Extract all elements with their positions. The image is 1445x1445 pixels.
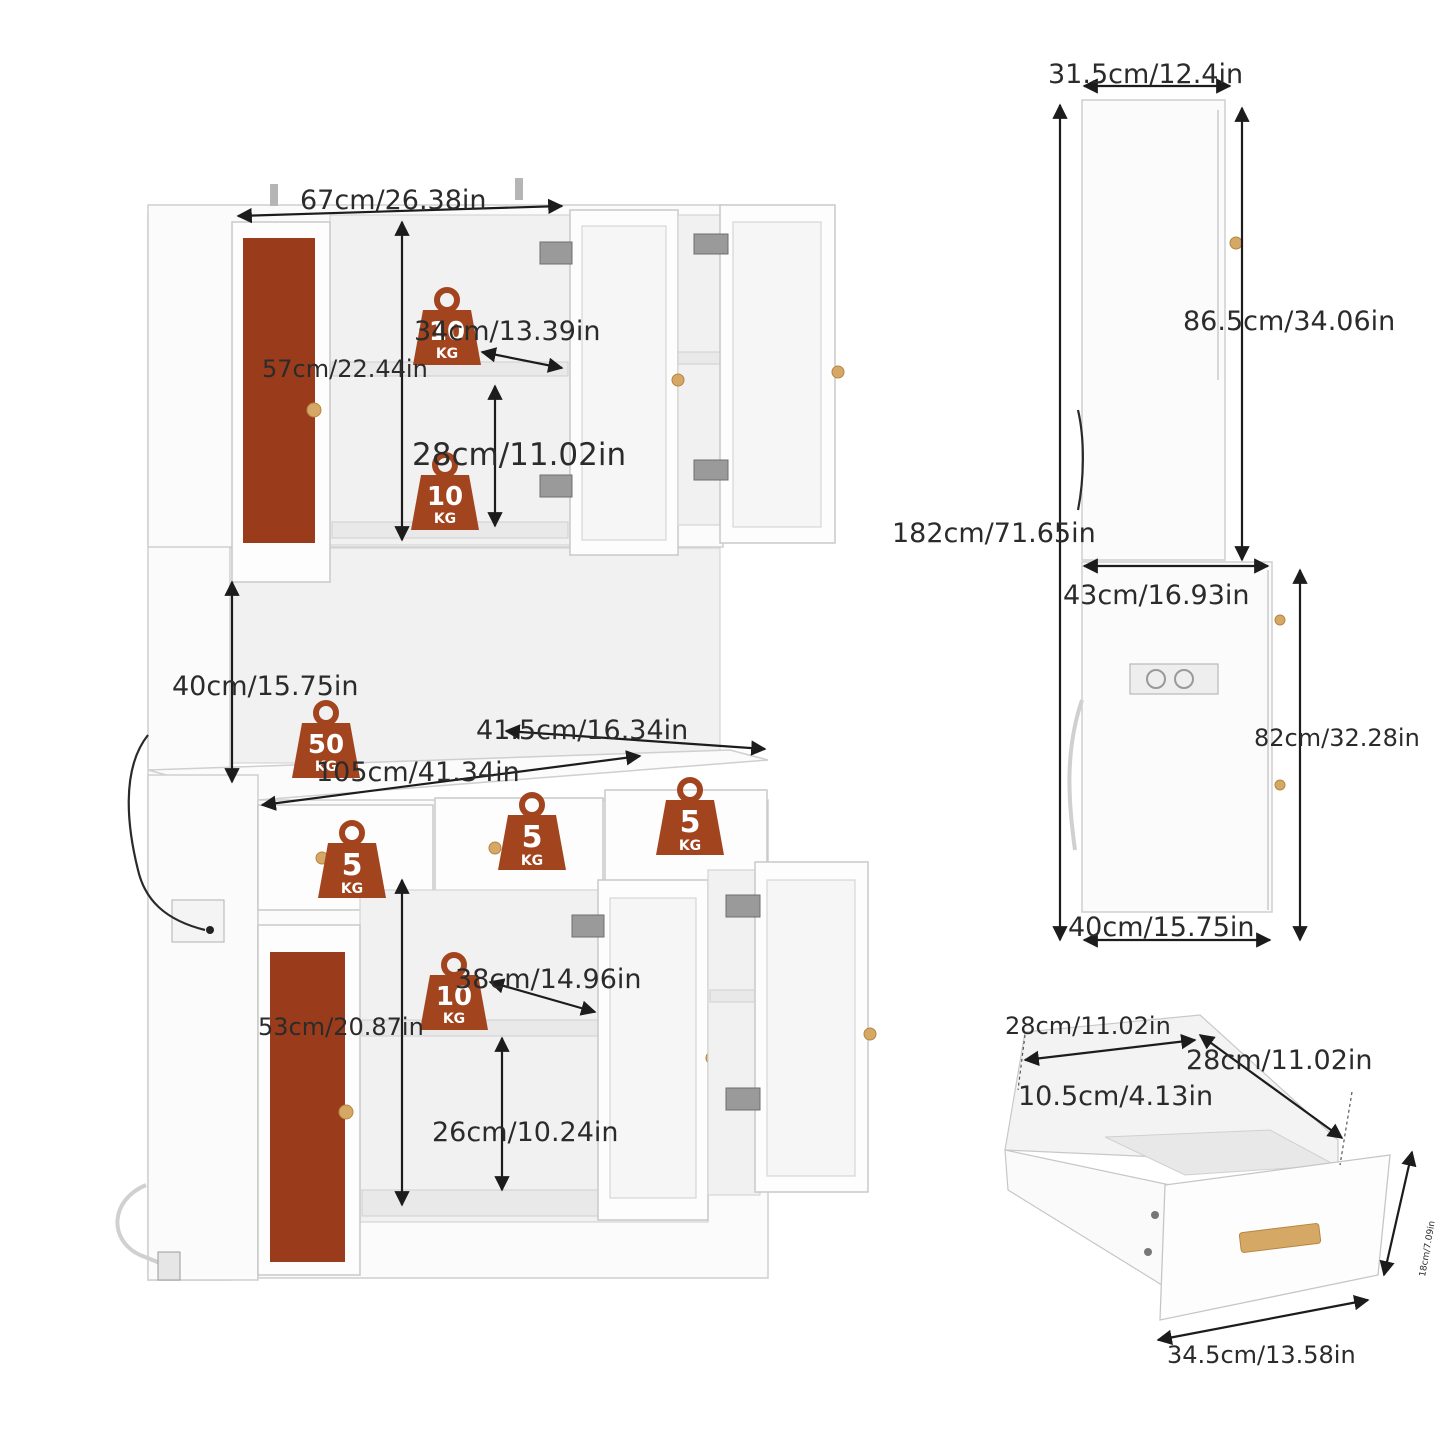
label-side-base-depth: 40cm/15.75in: [1068, 912, 1255, 943]
side-base-unit: [1081, 561, 1273, 913]
socket-icon: [1146, 669, 1166, 689]
label-side-base-height: 82cm/32.28in: [1254, 724, 1420, 752]
lower-left-rattan-panel: [270, 952, 345, 1262]
door-knob: [1274, 614, 1286, 626]
power-cord-plug: [115, 1183, 166, 1267]
load-badge-drawer-middle: 5 KG: [498, 792, 566, 870]
arrow-worktop-depth: [504, 724, 767, 756]
badge-value: 5: [342, 848, 363, 883]
badge-unit: KG: [436, 346, 458, 362]
lower-middle-door-panel: [609, 897, 697, 1199]
power-cord: [127, 734, 206, 932]
screw-icon: [1144, 1248, 1152, 1256]
label-side-top-depth: 31.5cm/12.4in: [1048, 59, 1243, 90]
arrow-drawer-inner-depth: [1198, 1034, 1344, 1139]
label-drawer-inner-height: 10.5cm/4.13in: [1018, 1081, 1213, 1112]
load-badge-base-shelf: 10 KG: [420, 952, 488, 1030]
door-knob: [306, 402, 322, 418]
badge-unit: KG: [679, 838, 701, 854]
side-view: 31.5cm/12.4in 86.5cm/34.06in 182cm/71.65…: [892, 59, 1420, 948]
label-side-base-top-depth: 43cm/16.93in: [1063, 580, 1250, 611]
label-total-width: 105cm/41.34in: [316, 757, 520, 788]
guide-line: [1339, 1091, 1353, 1166]
door-knob: [863, 1027, 877, 1041]
hinge-icon: [539, 241, 573, 265]
upper-center-door-panel: [581, 225, 667, 541]
label-base-shelf-depth: 38cm/14.96in: [455, 964, 642, 995]
badge-unit: KG: [341, 881, 363, 897]
hinge-icon: [693, 233, 729, 255]
label-drawer-inner-width: 28cm/11.02in: [1005, 1012, 1171, 1040]
label-open-height: 40cm/15.75in: [172, 671, 359, 702]
drawer-handle: [1238, 1223, 1322, 1253]
label-top-width: 67cm/26.38in: [300, 185, 487, 216]
label-side-upper-height: 86.5cm/34.06in: [1183, 306, 1395, 337]
hinge-icon: [725, 1087, 761, 1111]
load-badge-upper-top: 10 KG: [413, 287, 481, 365]
label-drawer-inner-depth: 28cm/11.02in: [1186, 1045, 1373, 1076]
main-dimension-arrows: [224, 198, 767, 1207]
power-cord: [1067, 699, 1084, 851]
lower-right-shelf: [709, 989, 759, 1003]
wall-anchor-icon: [515, 178, 523, 200]
upper-left-rattan-panel: [243, 238, 315, 543]
badge-value: 10: [436, 982, 472, 1012]
pantry-cabinet: [115, 178, 877, 1281]
drawer-box-side: [1004, 1149, 1171, 1292]
hinge-icon: [725, 894, 761, 918]
arrow-top-shelf-depth: [480, 347, 564, 373]
hinge-icon: [693, 459, 729, 481]
label-drawer-front-height: 18cm/7.09in: [1418, 1220, 1438, 1277]
load-badges: 10 KG 10 KG 50 KG 5 KG 5 KG: [292, 287, 724, 1030]
door-knob: [1229, 236, 1243, 250]
label-side-total-height: 182cm/71.65in: [892, 518, 1096, 549]
badge-unit: KG: [434, 511, 456, 527]
arrow-drawer-front-width: [1156, 1295, 1370, 1345]
outlet-socket-icon: [206, 926, 214, 934]
screw-icon: [1151, 1211, 1159, 1219]
lower-right-door-panel: [766, 879, 856, 1177]
door-knob: [1274, 779, 1286, 791]
label-top-lower-height: 28cm/11.02in: [412, 437, 626, 473]
arrow-top-width: [236, 198, 564, 224]
door-knob: [831, 365, 845, 379]
label-drawer-front-width: 34.5cm/13.58in: [1167, 1341, 1356, 1369]
arrow-drawer-front-height: [1379, 1150, 1417, 1277]
label-worktop-depth: 41.5cm/16.34in: [476, 715, 688, 746]
badge-unit: KG: [443, 1011, 465, 1027]
load-badge-upper-bottom: 10 KG: [411, 452, 479, 530]
label-base-lower-height: 26cm/10.24in: [432, 1117, 619, 1148]
side-upper-unit: [1081, 99, 1226, 561]
plug-icon: [157, 1251, 181, 1281]
socket-icon: [1174, 669, 1194, 689]
drawer-detail: 28cm/11.02in 28cm/11.02in 10.5cm/4.13in …: [1004, 1012, 1438, 1369]
label-top-height: 57cm/22.44in: [262, 355, 428, 383]
load-badge-drawer-left: 5 KG: [318, 820, 386, 898]
lower-right-interior: [707, 869, 761, 1196]
badge-unit: KG: [521, 853, 543, 869]
door-knob: [338, 1104, 354, 1120]
badge-value: 5: [522, 820, 543, 855]
arrow-drawer-inner-width: [1023, 1033, 1197, 1067]
door-knob: [671, 373, 685, 387]
main-dimension-labels: 67cm/26.38in 34cm/13.39in 57cm/22.44in 2…: [172, 185, 688, 1148]
arrow-total-width: [260, 750, 642, 811]
badge-value: 10: [427, 482, 463, 512]
upper-right-door-panel: [732, 221, 822, 528]
load-badge-drawer-right: 5 KG: [656, 777, 724, 855]
arrow-base-shelf-depth: [488, 978, 597, 1016]
label-base-height: 53cm/20.87in: [258, 1013, 424, 1041]
base-side: [147, 774, 259, 1281]
badge-value: 50: [308, 730, 344, 760]
drawer-knob-middle: [488, 841, 502, 855]
hinge-icon: [539, 474, 573, 498]
badge-value: 5: [680, 805, 701, 840]
upper-right-shelf: [677, 351, 724, 365]
label-top-shelf-depth: 34cm/13.39in: [414, 316, 601, 347]
badge-value: 10: [429, 317, 465, 347]
wall-anchor-icon: [270, 184, 278, 206]
power-cord: [1076, 409, 1084, 511]
hinge-icon: [571, 914, 605, 938]
